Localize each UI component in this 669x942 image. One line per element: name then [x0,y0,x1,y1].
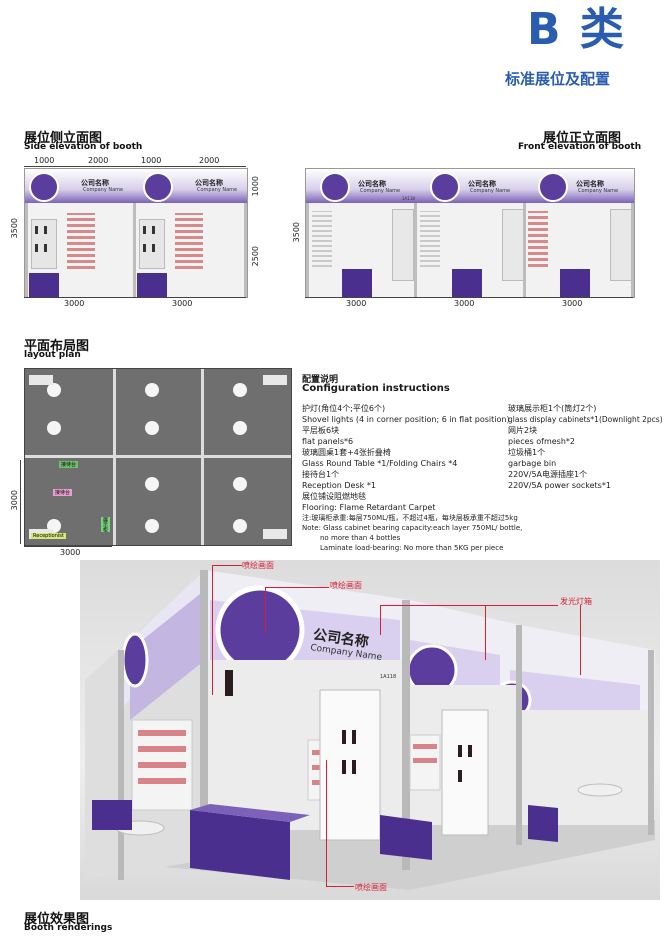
plan-dim-line-left [20,460,21,544]
callout-line [265,587,266,632]
callout-line [580,605,581,675]
logo-circle-icon [320,172,350,202]
callout-line [212,565,242,566]
side-dim-top-1: 1000 [34,156,55,165]
config-item: 玻璃圆桌1套+4张折叠椅 [302,448,391,457]
logo-circle-icon [538,172,568,202]
side-elevation-title: 展位侧立面图 [24,131,103,146]
front-booth-number: 1A118 [402,196,415,201]
logo-circle-icon [430,172,460,202]
front-company-cn-2: 公司名称 [468,180,496,188]
config-item: 220V/5A电源插座1个 [508,470,588,479]
config-item: 玻璃展示柜1个(筒灯2个) [508,404,597,413]
callout-line [380,605,381,635]
front-dim-bottom-1: 3000 [346,299,367,308]
front-company-en-1: Company Name [360,188,401,194]
plan-dim-left: 3000 [10,490,19,511]
config-note: Note: Glass cabinet bearing capacity:eac… [302,524,523,532]
side-dim-left: 3500 [10,218,19,239]
side-dim-bottom-2: 3000 [172,299,193,308]
config-title-cn: 配置说明 [302,375,339,385]
side-dim-right-2: 2500 [251,246,260,267]
category-title: B 类 [527,4,626,55]
callout-line [265,587,329,588]
callout-line [380,605,558,606]
plan-label-receptionist: Receptionist [31,533,66,539]
side-company-cn-2: 公司名称 [195,179,223,187]
front-dim-bottom-3: 3000 [562,299,583,308]
front-company-en-3: Company Name [578,188,619,194]
side-elevation-subtitle: Side elevation of booth [24,142,143,152]
config-item: Flooring: Flame Retardant Carpet [302,503,436,512]
config-left-list: 护灯(角位4个;平位6个) Shovel lights (4 in corner… [302,403,522,553]
config-item: garbage bin [508,459,557,468]
config-item: 展位铺设阻燃地毯 [302,492,366,501]
side-company-en-1: Company Name [83,187,124,193]
side-company-en-2: Company Name [197,187,238,193]
front-elevation-title: 展位正立面图 [543,131,622,146]
callout-spray-painting-3: 喷绘画面 [355,883,387,892]
front-elevation-drawing: 公司名称 Company Name 公司名称 Company Name 公司名称… [305,168,635,298]
config-note: 注:玻璃柜承重:每层750ML/瓶，不超过4瓶，每块层板承重不超过5kg [302,514,518,522]
config-item: pieces ofmesh*2 [508,437,576,446]
config-note: no more than 4 bottles [320,534,401,542]
plan-label-reception-2: 接待台 [53,489,73,496]
rendering-subtitle: Booth renderings [24,923,113,933]
front-company-cn-3: 公司名称 [576,180,604,188]
logo-circle-icon [29,172,59,202]
side-dim-bottom-1: 3000 [64,299,85,308]
config-title-en: Configuration instructions [302,383,450,394]
logo-circle-icon [143,172,173,202]
callout-line [485,605,486,660]
render-booth-number: 1A118 [380,674,397,680]
callout-spray-painting-1: 喷绘画面 [242,561,274,570]
front-dim-left: 3500 [292,222,301,243]
callout-line [326,886,354,887]
front-company-cn-1: 公司名称 [358,180,386,188]
side-dim-top-2: 2000 [88,156,109,165]
plan-label-reception-1: 接待台 [59,461,79,468]
config-item: 平层板6块 [302,426,340,435]
front-company-en-2: Company Name [470,188,511,194]
config-item: 垃圾桶1个 [508,448,546,457]
config-item: 220V/5A power sockets*1 [508,481,611,490]
side-dim-right-1: 1000 [251,176,260,197]
callout-light-box: 发光灯箱 [560,597,592,606]
config-item: glass display cabinets*1(Downlight 2pcs) [508,415,663,424]
config-item: Glass Round Table *1/Folding Chairs *4 [302,459,458,468]
callout-line [326,760,327,887]
side-dim-top-4: 2000 [199,156,220,165]
rendering-title: 展位效果图 [24,912,90,927]
config-item: 护灯(角位4个;平位6个) [302,404,386,413]
front-dim-bottom-2: 3000 [454,299,475,308]
category-subtitle: 标准展位及配置 [505,70,611,88]
config-item: flat panels*6 [302,437,354,446]
callout-line [212,565,213,695]
front-elevation-subtitle: Front elevation of booth [518,142,642,152]
booth-rendering [80,560,660,900]
front-dim-line-bottom [305,297,633,298]
plan-label-cabinet: 展示柜 [101,517,110,532]
callout-spray-painting-2: 喷绘画面 [330,581,362,590]
booth-rendering-svg [85,570,655,890]
side-dim-line-bottom [24,297,246,298]
config-item: 网片2块 [508,426,538,435]
plan-dim-line-bottom [24,546,112,547]
side-dim-top-3: 1000 [141,156,162,165]
config-item: 接待台1个 [302,470,340,479]
side-dim-line-top [24,166,246,167]
layout-plan-drawing: 接待台 接待台 Receptionist 展示柜 [24,368,292,546]
layout-plan-title: 平面布局图 [24,339,90,354]
plan-dim-bottom: 3000 [60,548,81,557]
side-elevation-drawing: 公司名称 Company Name 公司名称 Company Name [24,168,248,298]
config-note: Laminate load-bearing: No more than 5KG … [320,544,504,552]
layout-plan-subtitle: layout plan [24,350,81,360]
side-company-cn-1: 公司名称 [81,179,109,187]
config-item: Shovel lights (4 in corner position; 6 i… [302,415,510,424]
config-item: Reception Desk *1 [302,481,376,490]
config-right-list: 玻璃展示柜1个(筒灯2个) glass display cabinets*1(D… [508,403,663,491]
